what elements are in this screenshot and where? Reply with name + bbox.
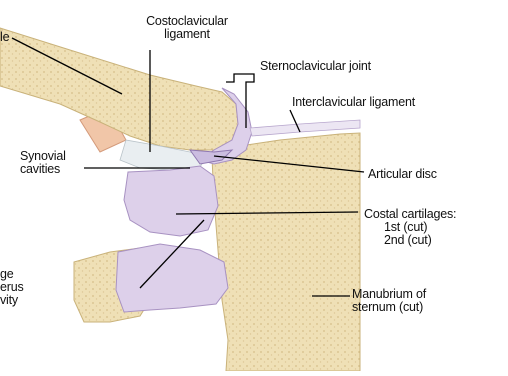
label-costal-cartilages: Costal cartilages: 1st (cut) 2nd (cut) — [364, 208, 456, 247]
label-articular-disc: Articular disc — [368, 168, 437, 181]
label-costoclavicular-line-2: ligament — [120, 28, 254, 41]
label-costoclavicular-ligament: Costoclavicular ligament — [120, 15, 254, 41]
label-partial-line-3: vity — [0, 294, 24, 307]
label-sternoclavicular-joint: Sternoclavicular joint — [260, 60, 371, 73]
label-costal-line-3: 2nd (cut) — [364, 234, 456, 247]
label-manubrium: Manubrium of sternum (cut) — [352, 288, 426, 314]
costal-cartilage-1 — [124, 166, 218, 236]
label-partial-left: ge erus vity — [0, 268, 24, 307]
label-synovial-line-2: cavities — [20, 163, 66, 176]
label-interclavicular-ligament: Interclavicular ligament — [292, 96, 415, 109]
label-synovial-cavities: Synovial cavities — [20, 150, 66, 176]
label-manubrium-line-2: sternum (cut) — [352, 301, 426, 314]
label-clavicle-partial: le — [0, 31, 9, 44]
